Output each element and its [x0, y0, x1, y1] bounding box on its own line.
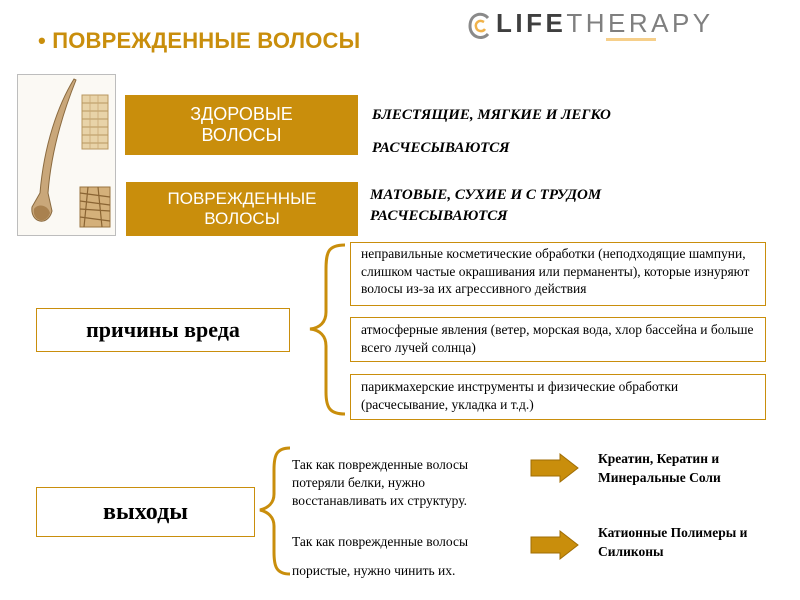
causes-label: причины вреда — [86, 317, 240, 342]
damaged-hair-box: ПОВРЕЖДЕННЫЕ ВОЛОСЫ — [126, 182, 358, 236]
damaged-hair-description: МАТОВЫЕ, СУХИЕ И С ТРУДОМ РАСЧЕСЫВАЮТСЯ — [370, 187, 602, 224]
solutions-label: выходы — [103, 498, 188, 525]
solutions-brace — [259, 446, 291, 576]
lifetherapy-logo: LIFETHERAPY — [466, 8, 776, 48]
solutions-box: выходы — [36, 487, 255, 537]
logo-swirl-icon — [468, 12, 490, 39]
solution-reason-porous: Так как поврежденные волосы пористые, ну… — [292, 534, 469, 578]
arrow-right-icon — [530, 529, 579, 561]
healthy-hair-description: БЛЕСТЯЩИЕ, МЯГКИЕ И ЛЕГКО РАСЧЕСЫВАЮТСЯ — [372, 107, 611, 156]
causes-box: причины вреда — [36, 308, 290, 352]
solution-result-polymers: Катионные Полимеры и Силиконы — [598, 525, 748, 559]
solution-reason-protein: Так как поврежденные волосы потеряли бел… — [292, 457, 469, 509]
arrow-right-icon — [530, 452, 579, 484]
solution-result-keratin: Креатин, Кератин и Минеральные Соли — [598, 451, 721, 485]
cause-item-cosmetic: неправильные косметические обработки (не… — [350, 242, 766, 306]
logo-text-life: LIFE — [496, 8, 567, 38]
damaged-cuticle-image — [79, 186, 111, 228]
causes-brace — [309, 243, 346, 416]
cause-item-atmospheric: атмосферные явления (ветер, морская вода… — [350, 317, 766, 362]
slide-title: • ПОВРЕЖДЕННЫЕ ВОЛОСЫ — [38, 28, 361, 53]
cause-item-tools: парикмахерские инструменты и физические … — [350, 374, 766, 420]
healthy-hair-label: ЗДОРОВЫЕ ВОЛОСЫ — [190, 104, 293, 145]
healthy-hair-box: ЗДОРОВЫЕ ВОЛОСЫ — [125, 95, 358, 155]
logo-underline — [606, 38, 656, 41]
logo-text-therapy: THERAPY — [566, 8, 714, 38]
damaged-hair-label: ПОВРЕЖДЕННЫЕ ВОЛОСЫ — [167, 189, 317, 228]
healthy-cuticle-image — [81, 94, 109, 150]
hair-illustration — [17, 74, 116, 236]
